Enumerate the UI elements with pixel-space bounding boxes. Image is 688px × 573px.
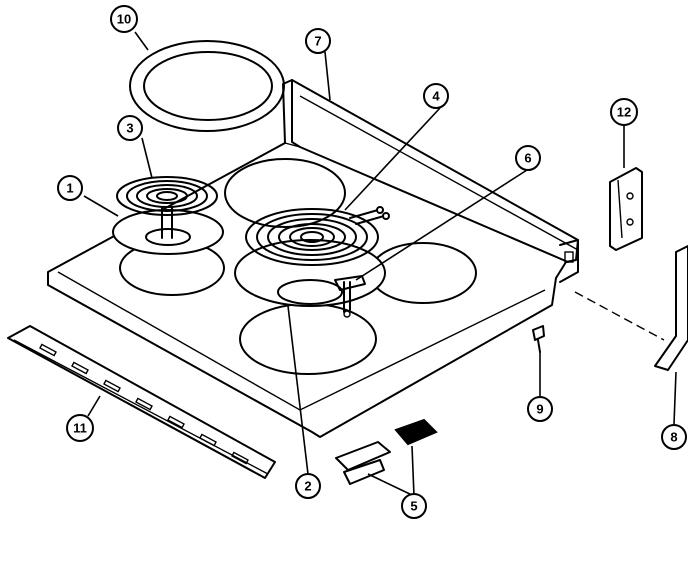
svg-text:9: 9 <box>536 402 543 417</box>
front-trim-strip-part <box>7 325 276 479</box>
callout-11: 11 <box>66 414 94 442</box>
element-receptacle-part <box>334 275 366 318</box>
screw-part <box>532 325 545 353</box>
drip-pan-part <box>234 239 386 307</box>
leader-lines <box>83 31 677 497</box>
callout-2: 2 <box>295 473 321 499</box>
trim-ring-part <box>129 40 285 132</box>
callout-8: 8 <box>661 424 687 450</box>
mounting-bracket-part <box>609 167 643 251</box>
callout-6: 6 <box>515 145 541 171</box>
large-surface-element-part <box>245 206 390 266</box>
callout-12: 12 <box>610 98 638 126</box>
side-trim-part <box>654 245 688 371</box>
svg-text:7: 7 <box>314 34 321 49</box>
small-surface-element-part <box>116 176 218 239</box>
callout-1: 1 <box>57 175 83 201</box>
svg-text:6: 6 <box>524 151 531 166</box>
callout-5: 5 <box>401 493 427 519</box>
callout-4: 4 <box>423 83 449 109</box>
burner-opening-rear-left <box>224 158 346 228</box>
terminal-block-part <box>335 418 438 485</box>
svg-text:4: 4 <box>432 89 440 104</box>
assembly-line <box>574 291 665 341</box>
svg-text:12: 12 <box>617 105 631 120</box>
svg-text:3: 3 <box>126 121 133 136</box>
callout-9: 9 <box>527 396 553 422</box>
svg-text:5: 5 <box>410 499 417 514</box>
svg-text:2: 2 <box>304 479 311 494</box>
burner-opening-front-right <box>239 303 377 375</box>
small-drip-pan-part <box>112 209 224 255</box>
callout-10: 10 <box>110 5 138 33</box>
callout-7: 7 <box>305 28 331 54</box>
svg-text:1: 1 <box>66 181 73 196</box>
callout-3: 3 <box>117 115 143 141</box>
svg-text:10: 10 <box>117 12 131 27</box>
svg-text:8: 8 <box>670 430 677 445</box>
svg-text:11: 11 <box>73 421 87 436</box>
